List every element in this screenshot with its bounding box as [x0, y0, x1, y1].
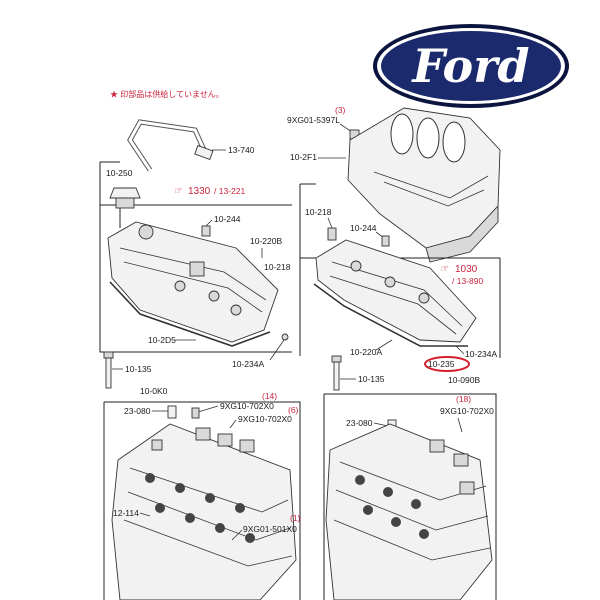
left-head-frame: [103, 401, 301, 600]
note-text: ★ 印部品は供給していません。: [110, 89, 224, 99]
label-10-234a-left: 10-234A: [232, 359, 264, 369]
label-10-135-right: 10-135: [358, 374, 385, 384]
label-10-220b: 10-220B: [250, 236, 282, 246]
breather-hose: [127, 119, 226, 172]
left-cam-cover: [107, 221, 279, 347]
label-10-250: 10-250: [106, 168, 133, 178]
oil-filler-cap: [109, 187, 141, 209]
label-6: (6): [288, 405, 299, 415]
label-10-2f1: 10-2F1: [290, 152, 317, 162]
label-1030: 1030: [455, 264, 478, 275]
label-3: (3): [335, 105, 346, 115]
label-9xg01-501x0: 9XG01-501X0: [243, 524, 297, 534]
label-10-235: 10-235: [428, 359, 455, 369]
engine-cover: [347, 107, 501, 263]
label-10-135-left: 10-135: [125, 364, 152, 374]
ford-logo: Ford: [373, 24, 569, 108]
left-cover-frame: [99, 161, 292, 353]
right-cover-frame: [299, 183, 316, 356]
label-14: (14): [262, 391, 277, 401]
label-18: (18): [456, 394, 471, 404]
label-10-0k0: 10-0K0: [140, 386, 168, 396]
bolt-10-135-right: [331, 355, 342, 391]
highlight-10-235: 10-235: [424, 356, 470, 372]
ford-logo-text: Ford: [410, 39, 529, 93]
label-13-740: 13-740: [228, 145, 255, 155]
label-10-218-left: 10-218: [264, 262, 291, 272]
ref-icon: ☞: [174, 186, 183, 197]
right-cam-cover: [313, 239, 477, 347]
label-13-221: / 13-221: [214, 186, 245, 196]
ref-1030: ☞ 1030 / 13-890: [440, 264, 483, 286]
label-10-234a-right: 10-234A: [465, 349, 497, 359]
label-23-080-right: 23-080: [346, 418, 373, 428]
label-10-205: 10-2D5: [148, 335, 176, 345]
label-10-244-right: 10-244: [350, 223, 377, 233]
label-9xg10-702x0-c: 9XG10-702X0: [440, 406, 494, 416]
label-9xg01-5397l: 9XG01-5397L: [287, 115, 340, 125]
label-23-080-left: 23-080: [124, 406, 151, 416]
label-12-114: 12-114: [113, 508, 139, 518]
label-10-218-right: 10-218: [305, 207, 332, 217]
label-1: (1): [290, 513, 301, 523]
label-10-090b: 10-090B: [448, 375, 480, 385]
label-13-890: / 13-890: [452, 276, 483, 286]
label-9xg10-702x0-a: 9XG10-702X0: [220, 401, 274, 411]
label-10-220a: 10-220A: [350, 347, 382, 357]
right-head-frame: [323, 393, 497, 600]
bolt-10-135-left: [103, 351, 114, 389]
ref-1330: ☞ 1330 / 13-221: [174, 186, 245, 197]
label-10-244-left: 10-244: [214, 214, 241, 224]
label-1330: 1330: [188, 186, 211, 197]
left-cylinder-head: [111, 423, 297, 600]
ref-icon-right: ☞: [440, 264, 449, 275]
right-cylinder-head: [325, 423, 493, 600]
label-9xg10-702x0-b: 9XG10-702X0: [238, 414, 292, 424]
